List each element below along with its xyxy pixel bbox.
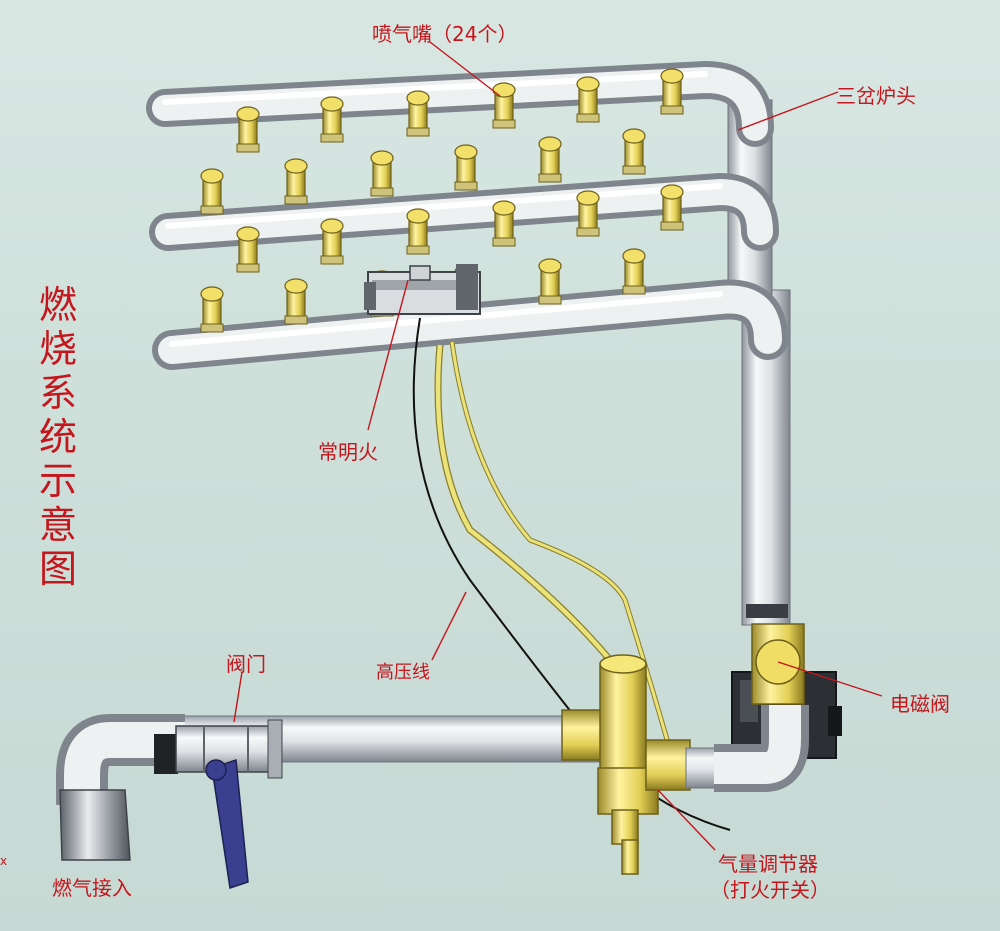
label-ignition-switch: （打火开关） [710,878,830,902]
label-gas-inlet: 燃气接入 [52,876,132,900]
gas-nozzle [538,136,562,183]
title-char: 烧 [38,327,77,371]
gas-nozzle [660,184,684,231]
title-char: 示 [38,459,77,503]
title-char: 图 [38,547,77,591]
gas-nozzle [370,150,394,197]
valve-handle[interactable] [211,758,249,889]
title-char: 统 [38,415,77,459]
gas-nozzle [320,96,344,143]
gas-nozzle [200,286,224,333]
gas-nozzle [284,158,308,205]
gas-nozzle [320,218,344,265]
gas-nozzle [406,208,430,255]
gas-nozzle [622,248,646,295]
gas-nozzle [236,226,260,273]
gas-nozzle [660,68,684,115]
label-pilot: 常明火 [318,440,378,464]
gas-nozzle [622,128,646,175]
gas-regulator [561,654,717,875]
label-regulator: 气量调节器 [718,852,818,876]
label-valve: 阀门 [226,652,266,676]
gas-nozzle [538,258,562,305]
gas-nozzle [406,90,430,137]
gas-nozzle [454,144,478,191]
pilot-gas-tubes [434,341,673,751]
riser-ring [746,604,788,618]
gas-nozzle [236,106,260,153]
corner-mark: x [0,854,8,868]
gas-nozzle [576,190,600,237]
burner-manifold [146,60,791,626]
label-hv-wire: 高压线 [376,662,430,683]
title-char: 意 [38,503,77,547]
title-char: 系 [38,371,77,415]
label-nozzle: 喷气嘴（24个） [372,22,518,46]
gas-nozzle [492,200,516,247]
label-burner: 三岔炉头 [836,84,916,108]
diagram-title: 燃 烧 系 统 示 意 图 [38,283,78,591]
gas-nozzle [492,82,516,129]
title-char: 燃 [38,283,77,327]
inlet-line [56,714,616,889]
gas-nozzle [576,76,600,123]
solenoid-valve [714,623,842,792]
gas-nozzle [200,168,224,215]
gas-nozzle [284,278,308,325]
pilot-burner [364,264,481,315]
leader-lines [233,41,883,851]
label-solenoid: 电磁阀 [890,692,950,716]
gas-inlet-fitting [59,789,131,861]
